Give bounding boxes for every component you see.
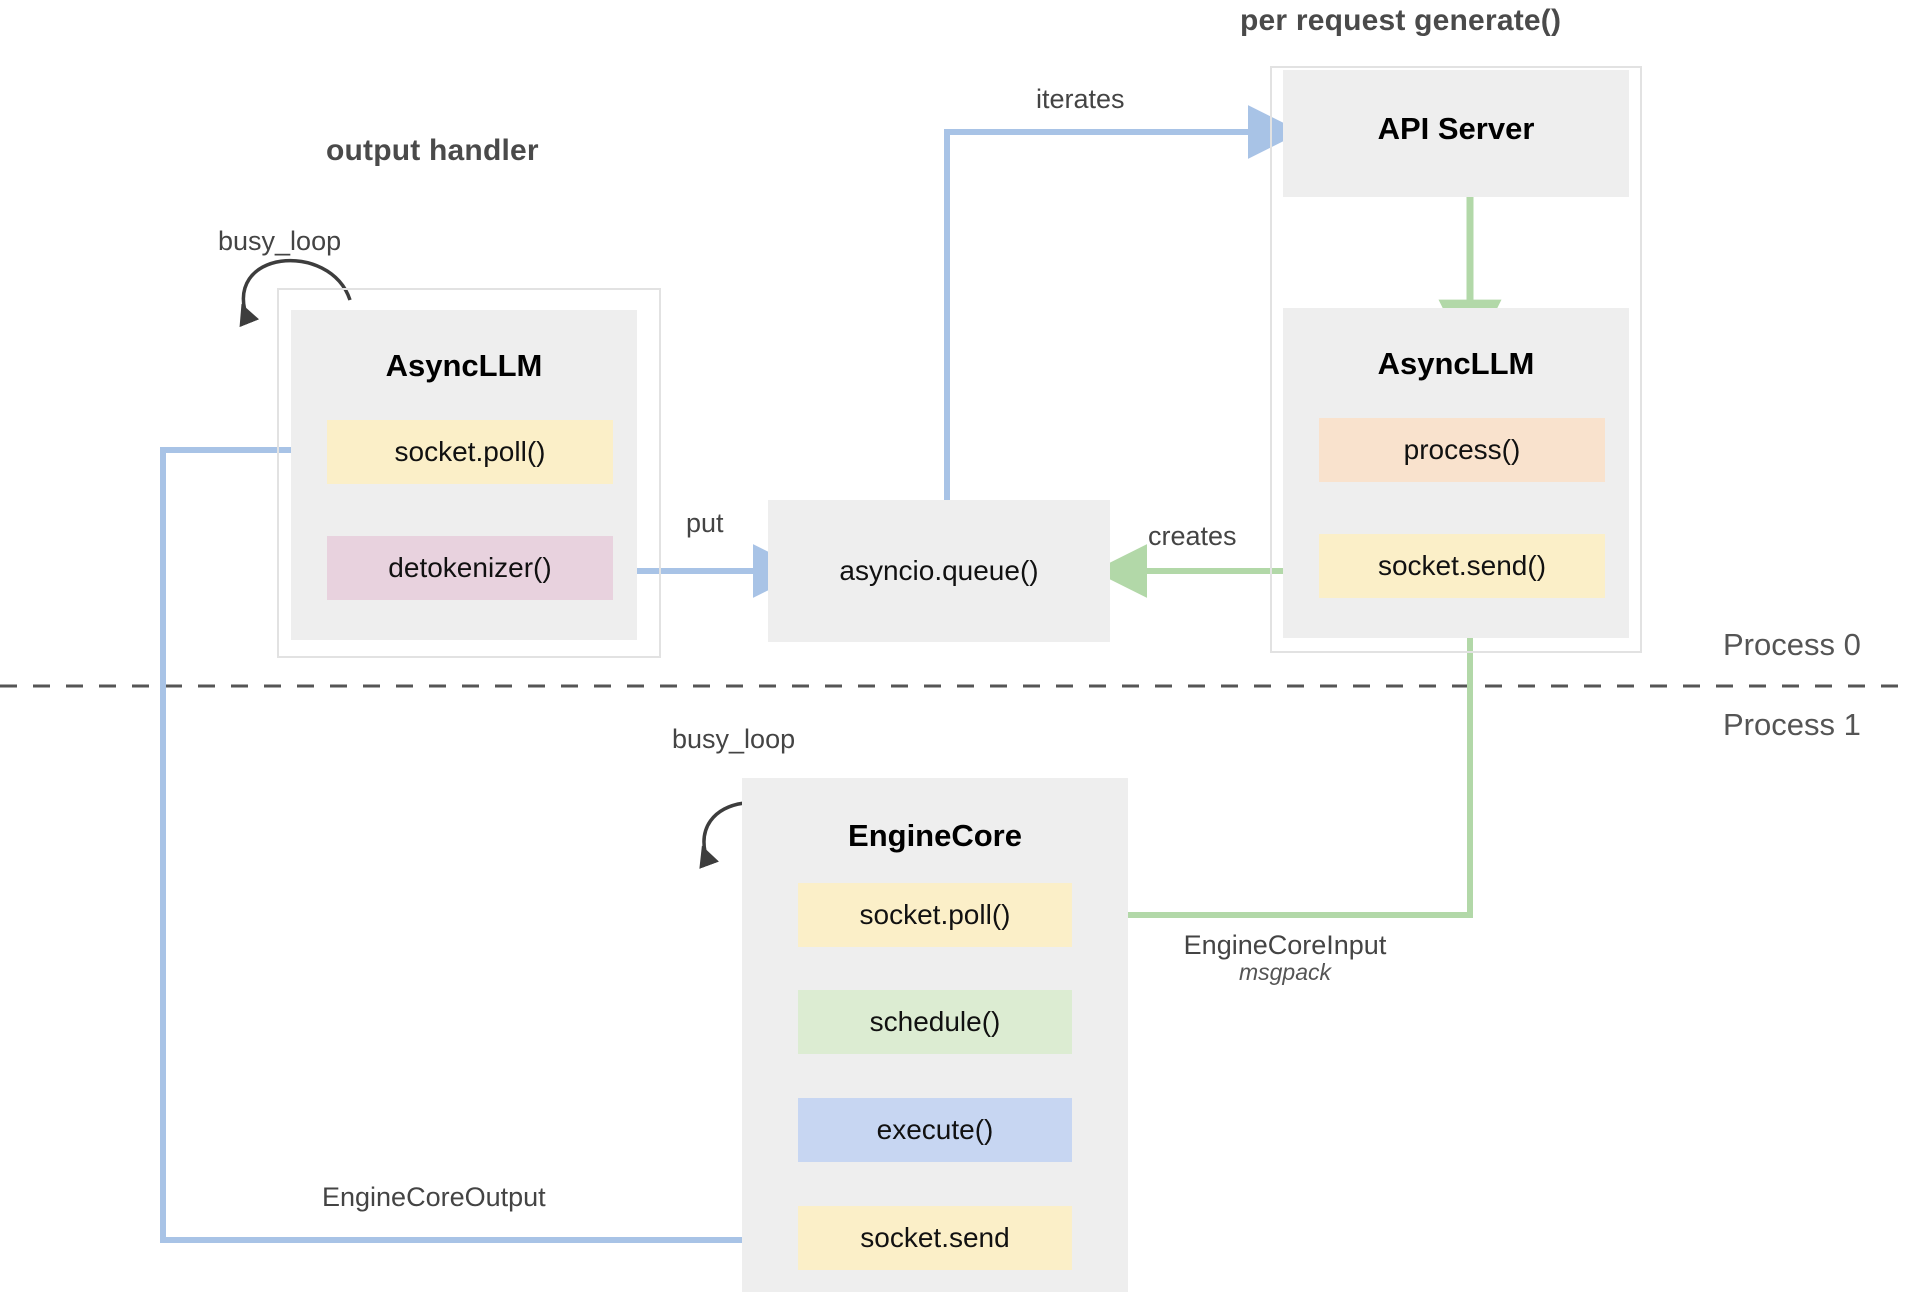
group-title-per-request: per request generate() [1240, 4, 1562, 37]
busy-loop-core-label: busy_loop [672, 724, 796, 754]
async-llm-right-title: AsyncLLM [1377, 346, 1535, 381]
engine-core-output-label: EngineCoreOutput [322, 1182, 546, 1212]
engine-core-input-subtitle: msgpack [1238, 959, 1332, 986]
iterates-label: iterates [1036, 84, 1125, 114]
engine-core-block: EngineCore socket.poll() schedule() exec… [742, 778, 1128, 1292]
engine-core-input-title: EngineCoreInput [1183, 930, 1387, 960]
chip-socket-poll-core[interactable]: socket.poll() [798, 883, 1072, 947]
async-llm-left-title: AsyncLLM [385, 348, 543, 383]
busy-loop-left-label: busy_loop [218, 226, 342, 256]
iterates-arrow [944, 105, 1302, 510]
asyncio-queue-label: asyncio.queue() [839, 555, 1039, 586]
chip-schedule[interactable]: schedule() [798, 990, 1072, 1054]
chip-label: execute() [876, 1114, 994, 1145]
async-llm-left-block: AsyncLLM socket.poll() detokenizer() [291, 310, 637, 640]
chip-socket-send-core[interactable]: socket.send [798, 1206, 1072, 1270]
engine-core-input-label: EngineCoreInput msgpack [1140, 930, 1430, 986]
chip-label: schedule() [869, 1006, 1001, 1037]
chip-label: detokenizer() [388, 552, 552, 583]
chip-socket-send-right[interactable]: socket.send() [1319, 534, 1605, 598]
chip-label: socket.send [860, 1222, 1010, 1253]
api-server-block: API Server [1283, 70, 1629, 197]
chip-execute[interactable]: execute() [798, 1098, 1072, 1162]
per-request-frame [1270, 66, 1642, 653]
process-1-label: Process 1 [1723, 707, 1861, 742]
api-server-title: API Server [1377, 111, 1535, 146]
chip-label: process() [1403, 434, 1521, 465]
chip-label: socket.poll() [394, 436, 546, 467]
chip-label: socket.poll() [859, 899, 1011, 930]
chip-process[interactable]: process() [1319, 418, 1605, 482]
engine-core-title: EngineCore [848, 818, 1022, 853]
chip-socket-poll-left[interactable]: socket.poll() [327, 420, 613, 484]
process-0-label: Process 0 [1723, 627, 1861, 662]
chip-label: socket.send() [1377, 550, 1547, 581]
creates-label: creates [1148, 521, 1237, 551]
async-llm-right-block: AsyncLLM process() socket.send() [1283, 308, 1629, 638]
chip-detokenizer[interactable]: detokenizer() [327, 536, 613, 600]
output-handler-frame [277, 288, 661, 658]
group-title-output-handler: output handler [326, 134, 539, 167]
put-label: put [686, 508, 724, 538]
asyncio-queue-box[interactable]: asyncio.queue() [768, 500, 1110, 642]
